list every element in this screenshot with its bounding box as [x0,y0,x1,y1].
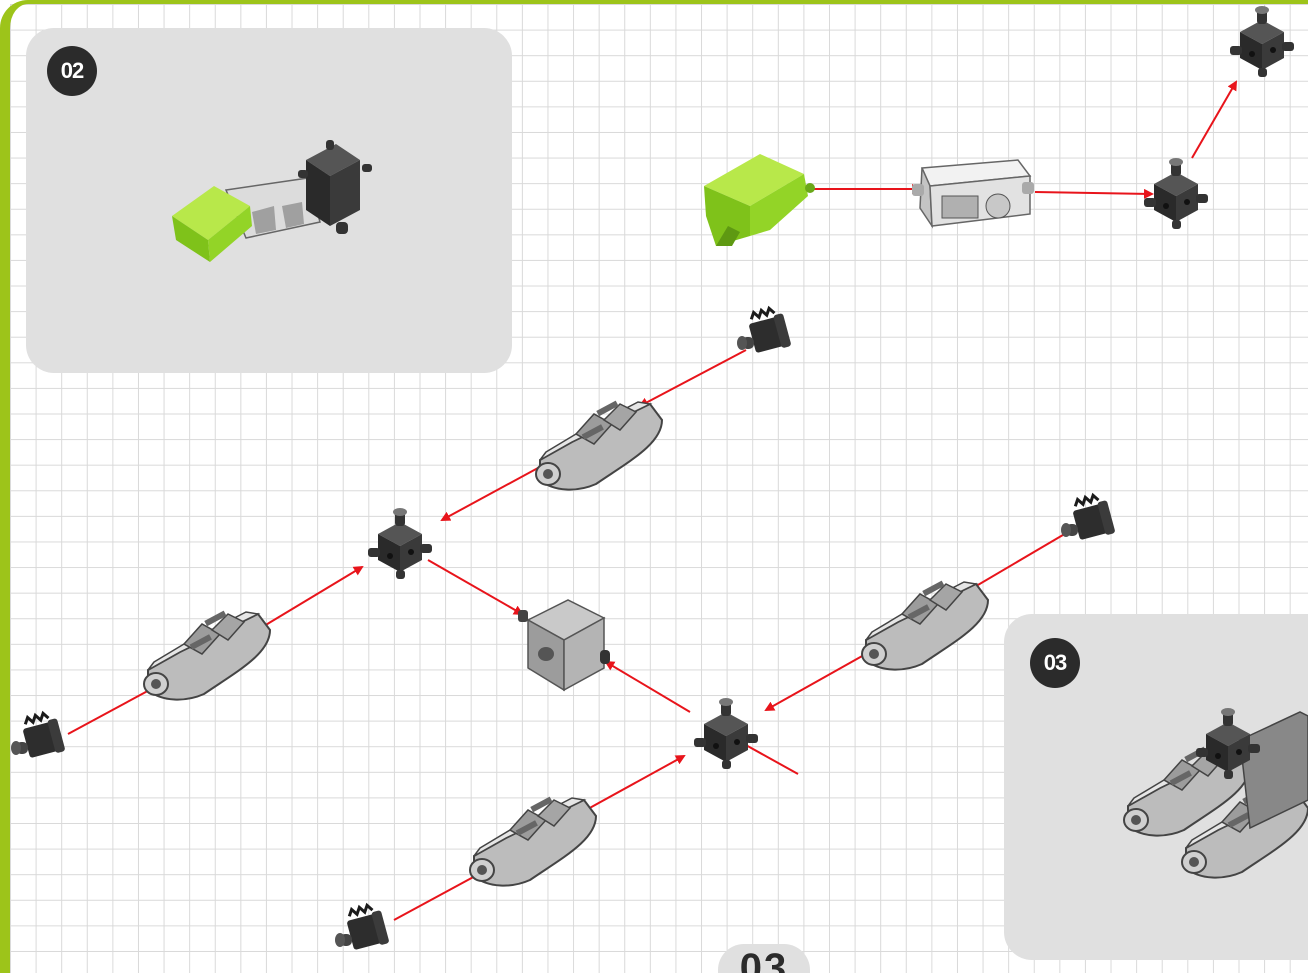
track-pod-3 [861,579,989,671]
gear-wheel-1 [735,305,794,355]
page-number-tab [718,944,810,973]
grey-cube [518,599,610,692]
arrow-beam-to-cube [1034,188,1154,199]
arrow-gear3-to-pod3 [964,531,1069,594]
page-number: 03 [739,946,789,973]
gear-wheel-4 [333,902,392,952]
step-03-badge: 03 [1030,638,1080,688]
arrow-cube-to-topcube [1191,80,1238,159]
green-block [704,154,815,246]
arrow-hub2-to-greycube [604,660,691,713]
gear-wheel-2 [9,710,68,760]
white-beam [912,159,1034,229]
arrow-pod2-to-hub [263,565,364,627]
gear-wheel-3 [1059,492,1118,542]
assembly-arrows [67,80,1238,921]
arrow-pod3-to-hub2 [764,645,881,711]
track-pod-2 [143,609,271,701]
dark-hub-right [694,698,758,769]
dark-hub-left [368,508,432,579]
track-pod-1 [535,399,663,491]
arrow-gear1-to-pod1 [638,349,747,407]
step-02-model [172,140,372,262]
dark-cube-top-right [1230,6,1294,77]
step-02-badge: 02 [47,46,97,96]
dark-cube-top [1144,158,1208,229]
arrow-hub2-out [743,743,799,775]
step-03-model [1123,708,1308,879]
arrow-hub-to-greycube [427,559,524,615]
arrow-pod4-to-hub2 [585,755,686,811]
track-pod-4 [469,795,597,887]
